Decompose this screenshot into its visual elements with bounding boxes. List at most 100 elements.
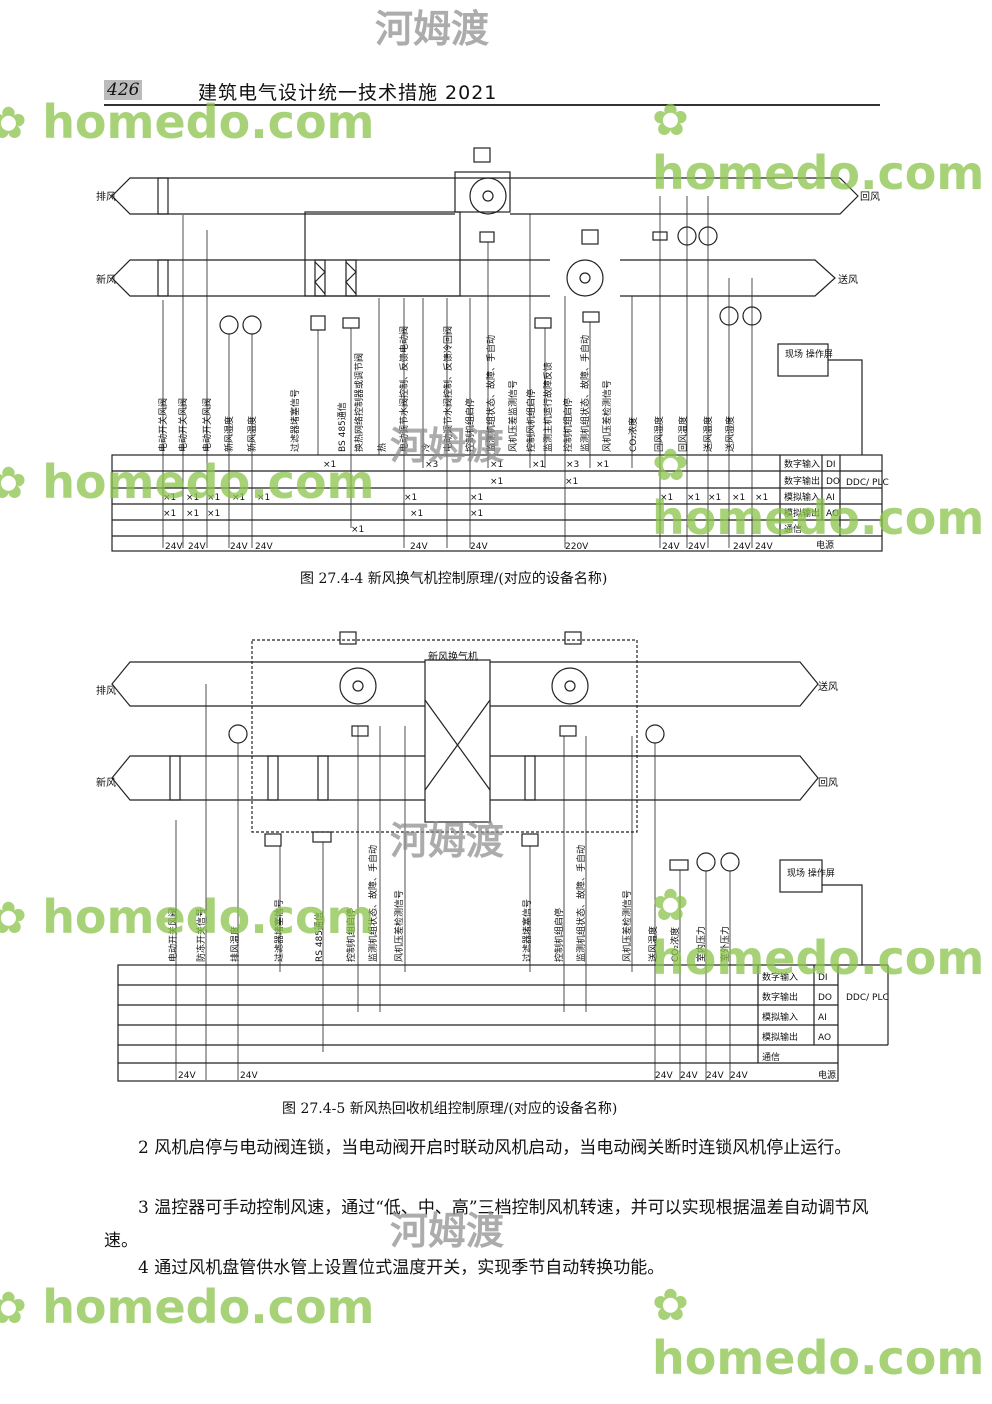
di-mark: ×3	[425, 460, 438, 470]
ai-mark: ×1	[207, 493, 220, 503]
io-table-1	[111, 454, 883, 552]
signal-label: 新风湿度	[223, 416, 235, 452]
watermark-cn: 河姆渡	[375, 7, 490, 51]
io-row-label: 电源	[816, 539, 834, 551]
signal-label: 控制机组启停	[464, 398, 476, 452]
ai-mark: ×1	[186, 493, 199, 503]
power-label: 24V	[680, 1071, 698, 1081]
ai-mark: ×1	[660, 493, 673, 503]
ao-mark: ×1	[410, 509, 423, 519]
ai-mark: ×1	[404, 493, 417, 503]
signal-label: 室外压力	[719, 926, 731, 962]
signal-label: 监测主机运行故障反馈	[542, 362, 554, 452]
signal-label: 电动开关风阀	[177, 398, 189, 452]
di-mark: ×3	[566, 460, 579, 470]
signal-label: 控制风机组启停	[525, 389, 537, 452]
di-mark: ×1	[323, 460, 336, 470]
power-label: 24V	[470, 542, 488, 552]
figure-2-caption: 图 27.4-5 新风热回收机组控制原理/(对应的设备名称)	[282, 1101, 618, 1117]
signal-label: BS 485通信	[336, 402, 348, 452]
signal-label: 控制机组启停	[345, 908, 357, 962]
watermark-cn: 河姆渡	[390, 1209, 505, 1253]
signal-label: 电动调节水阀控制、反馈冷回阀	[442, 326, 454, 452]
power-label: 24V	[165, 542, 183, 552]
di-mark: ×1	[596, 460, 609, 470]
io-row-label: 数字输出	[784, 475, 820, 487]
io-row-label: 数字输出	[762, 991, 798, 1003]
signal-label: 控制机组启停	[562, 398, 574, 452]
watermark-homedo: ✿ homedo.com	[0, 890, 375, 944]
signal-label: 监测机组状态、故障、手自动	[579, 335, 591, 452]
power-label: 220V	[565, 542, 589, 552]
fig2-field-screen: 现场 操作屏	[787, 867, 835, 879]
power-label: 24V	[706, 1071, 724, 1081]
duct-label-supply: 送风	[838, 273, 858, 286]
io-code: AI	[818, 1013, 827, 1023]
io-code: AO	[818, 1033, 831, 1043]
ai-mark: ×1	[232, 493, 245, 503]
di-mark: ×1	[532, 460, 545, 470]
duct-label-return: 回风	[860, 191, 880, 203]
signal-label: 热	[376, 443, 388, 452]
ai-mark: ×1	[163, 493, 176, 503]
figure-1-caption: 图 27.4-4 新风换气机控制原理/(对应的设备名称)	[300, 571, 608, 587]
ai-mark: ×1	[687, 493, 700, 503]
io-row-label: 模拟输入	[762, 1011, 798, 1023]
power-label: 24V	[733, 542, 751, 552]
paragraph-4: 4 通过风机盘管供水管上设置位式温度开关，实现季节自动转换功能。	[138, 1258, 665, 1278]
signal-label: 风机压差检测信号	[621, 890, 633, 962]
signal-label: 电动开关风阀	[201, 398, 213, 452]
duct-label-fresh: 新风	[96, 273, 116, 286]
power-label: 24V	[688, 542, 706, 552]
power-label: 24V	[410, 542, 428, 552]
io-code: AO	[826, 509, 839, 519]
io-row-label: 数字输入	[762, 971, 798, 983]
signal-label: 电动开关风阀	[157, 398, 169, 452]
watermark-homedo: ✿ homedo.com	[652, 880, 985, 985]
power-label: 24V	[755, 542, 773, 552]
signal-label: 监测机组状态、故障、手自动	[367, 845, 379, 962]
io-code: AI	[826, 493, 835, 503]
paragraph-3: 3 温控器可手动控制风速，通过“低、中、高”三档控制风机转速，并可以实现根据温差…	[104, 1198, 869, 1251]
signal-label: 送风温度	[647, 926, 659, 962]
io-row-label: 数字输入	[784, 458, 820, 470]
signal-label: CO₂浓度	[669, 927, 681, 962]
fig2-duct-supply: 送风	[818, 680, 838, 693]
io-row-label: 模拟输入	[784, 491, 820, 503]
signal-label: 排风温度	[229, 926, 241, 962]
signal-label: CO₂浓度	[627, 417, 639, 452]
signal-label: 回风温度	[677, 416, 689, 452]
ao-mark: ×1	[163, 509, 176, 519]
signal-label: 送风温度	[702, 416, 714, 452]
io-code: DO	[818, 993, 832, 1003]
signal-label: 控制机组启停	[553, 908, 565, 962]
fig2-unit-label: 新风换气机	[428, 650, 478, 663]
exhaust-duct	[111, 177, 840, 215]
signal-label: 过滤器堵塞信号	[273, 899, 285, 962]
watermark-homedo: ✿ homedo.com	[0, 455, 375, 509]
power-label: 24V	[662, 542, 680, 552]
signal-label: 监测机组状态、故障、手自动	[575, 845, 587, 962]
ai-mark: ×1	[732, 493, 745, 503]
do-mark: ×1	[490, 477, 503, 487]
io-row-label: 电源	[818, 1069, 836, 1081]
signal-label: 电动调节水阀控制、反馈电动阀	[398, 326, 410, 452]
watermark-homedo: ✿ homedo.com	[652, 1280, 985, 1385]
fig2-duct-exhaust: 排风	[96, 684, 116, 697]
comm-mark: ×1	[351, 525, 364, 535]
signal-label: 冷	[420, 443, 432, 452]
heat-exchanger-box	[424, 659, 491, 823]
power-label: 24V	[188, 542, 206, 552]
watermark-homedo: ✿ homedo.com	[652, 95, 985, 200]
io-code: DI	[826, 460, 836, 470]
signal-label: 过滤器堵塞信号	[289, 389, 301, 452]
watermark-homedo: ✿ homedo.com	[0, 95, 375, 149]
ai-mark: ×1	[755, 493, 768, 503]
signal-label: 室内压力	[695, 926, 707, 962]
signal-label: 风机压差监测信号	[507, 380, 519, 452]
signal-label: 电动开关风阀	[167, 908, 179, 962]
di-mark: ×1	[490, 460, 503, 470]
watermark-homedo: ✿ homedo.com	[652, 440, 985, 545]
ai-mark: ×1	[708, 493, 721, 503]
io-row-label: 模拟输出	[784, 507, 820, 519]
